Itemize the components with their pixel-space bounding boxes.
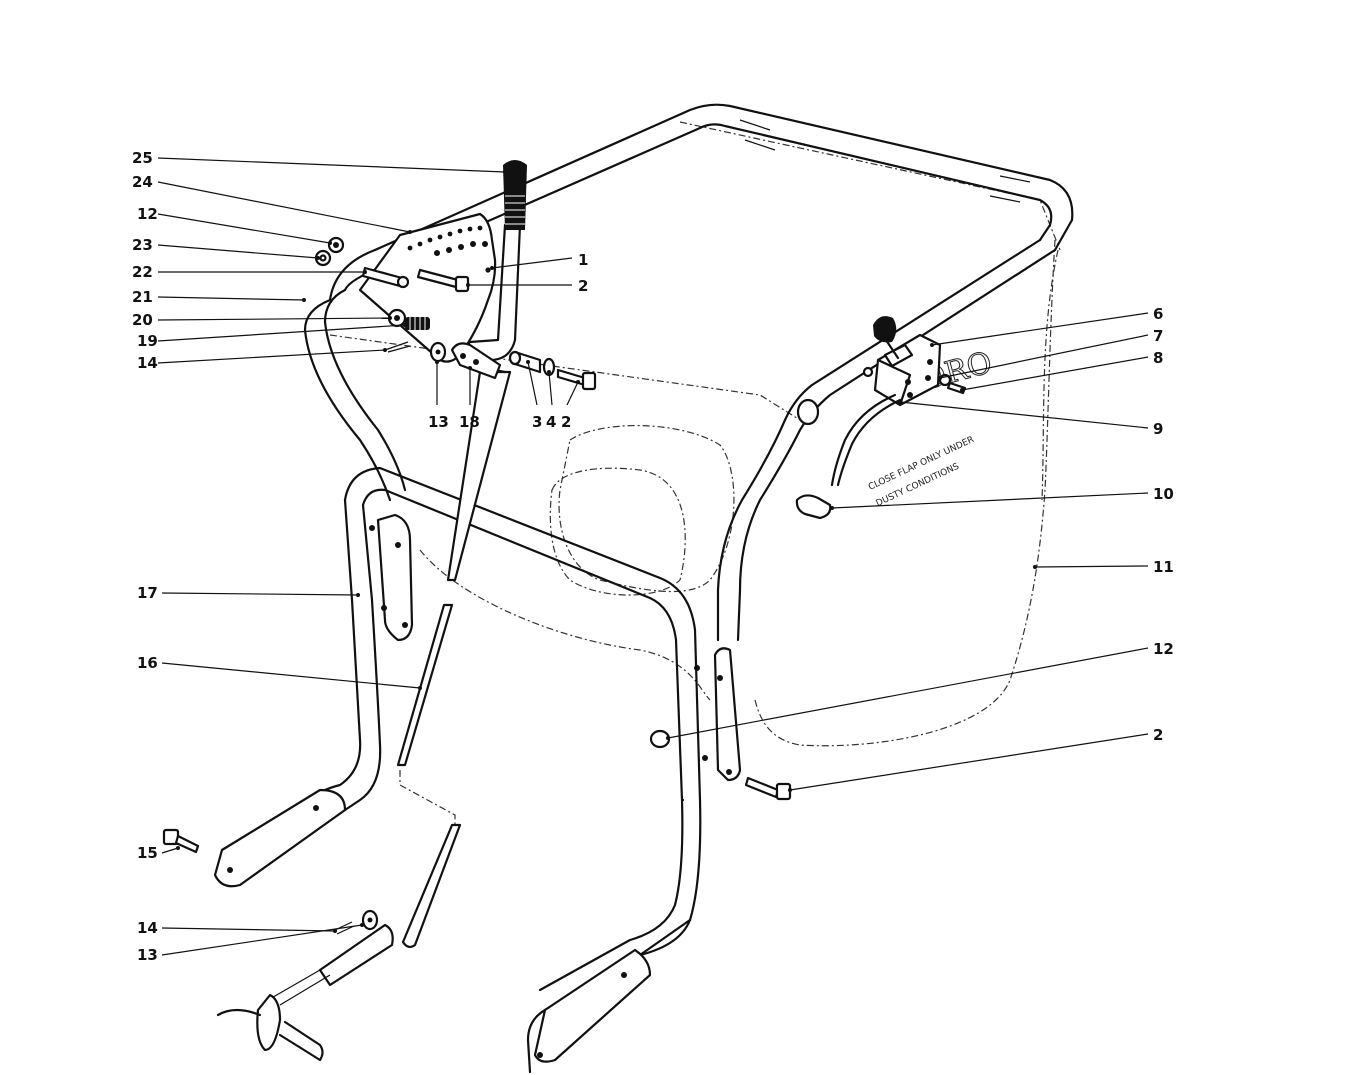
label-23: 23 xyxy=(132,236,153,254)
label-4: 4 xyxy=(546,413,556,431)
chute-control xyxy=(830,316,967,487)
label-12-right: 12 xyxy=(1153,640,1174,658)
label-9: 9 xyxy=(1153,420,1163,438)
label-6: 6 xyxy=(1153,305,1163,323)
label-20: 20 xyxy=(132,311,153,329)
label-24: 24 xyxy=(132,173,153,191)
label-2-upper: 2 xyxy=(578,277,588,295)
label-13-lower: 13 xyxy=(137,946,158,964)
label-14-upper: 14 xyxy=(137,354,158,372)
label-12: 12 xyxy=(137,205,158,223)
control-rod xyxy=(396,363,512,949)
labels-bottom: 13 18 3 4 2 xyxy=(428,360,580,431)
labels-left: 25 24 12 23 22 21 20 19 14 17 16 15 14 1… xyxy=(132,149,507,964)
label-2-lower: 2 xyxy=(1153,726,1163,744)
label-22: 22 xyxy=(132,263,153,281)
label-8: 8 xyxy=(1153,349,1163,367)
label-17: 17 xyxy=(137,584,158,602)
shift-lever-assembly xyxy=(358,160,527,363)
label-21: 21 xyxy=(132,288,153,306)
label-7: 7 xyxy=(1153,327,1163,345)
label-16: 16 xyxy=(137,654,158,672)
label-11: 11 xyxy=(1153,558,1174,576)
label-15: 15 xyxy=(137,844,158,862)
label-2-bottom: 2 xyxy=(561,413,571,431)
label-10: 10 xyxy=(1153,485,1174,503)
labels-right: 1 2 6 7 8 9 10 11 12 2 xyxy=(466,251,1174,792)
hardware xyxy=(162,236,832,1062)
label-18: 18 xyxy=(459,413,480,431)
label-19: 19 xyxy=(137,332,158,350)
label-14-lower: 14 xyxy=(137,919,158,937)
label-3: 3 xyxy=(532,413,542,431)
label-25: 25 xyxy=(132,149,153,167)
label-13-bottom: 13 xyxy=(428,413,449,431)
label-1: 1 xyxy=(578,251,588,269)
lower-handle xyxy=(213,466,742,1074)
